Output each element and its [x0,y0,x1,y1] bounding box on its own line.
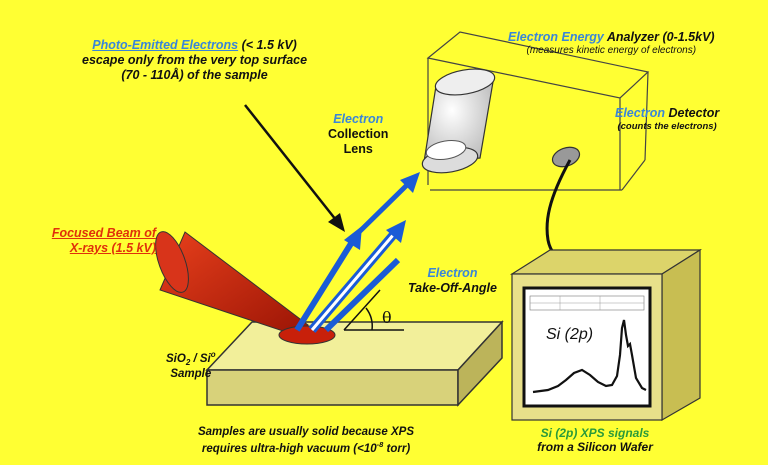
lens-line3: Lens [343,142,373,156]
takeoff-line1: Electron [427,266,478,280]
vacuum-note: Samples are usually solid because XPS re… [160,426,452,456]
analyzer-title-black: Analyzer (0-1.5kV) [603,30,715,44]
theta-symbol: θ [382,308,392,327]
monitor [509,248,703,422]
takeoff-label: Electron Take-Off-Angle [408,266,497,296]
vacuum-note-line1: Samples are usually solid because XPS [197,426,415,438]
x-ray-cone [155,231,309,336]
spectrum-trace [532,319,647,394]
sample-line2: Sample [170,367,212,380]
photo-emitted-line2: escape only from the very top surface [82,53,308,67]
detector-disc [551,146,581,168]
detector-label: Electron Detector (counts the electrons) [615,106,719,132]
signal-line2: from a Silicon Wafer [537,440,653,455]
xray-line1: Focused Beam of [51,226,156,240]
xray-label: Focused Beam of X-rays (1.5 kV) [20,226,156,256]
lens-label: Electron Collection Lens [328,112,388,157]
take-off-angle [343,289,404,331]
analyzer-title-blue: Electron Energy [508,30,604,44]
sample-block [205,320,504,407]
illuminated-spot [278,325,336,345]
monitor-peak-label: Si (2p) [546,326,594,343]
photo-emitted-line3: (70 - 110Å) of the sample [121,68,268,82]
analyzer-housing [426,31,650,191]
detector-subtitle: (counts the electrons) [617,121,717,132]
electron-arrow [294,172,420,333]
analyzer-lens [421,68,496,174]
xray-line2: X-rays (1.5 kV) [69,241,156,255]
takeoff-line2: Take-Off-Angle [408,281,497,295]
analyzer-label: Electron Energy Analyzer (0-1.5kV) (meas… [508,30,715,57]
photo-emitted-suffix: (< 1.5 kV) [238,38,297,52]
signal-label: Si (2p) XPS signals from a Silicon Wafer [520,426,670,455]
detector-title-black: Detector [665,106,720,120]
sample-label: SiO2 / Sio Sample [166,350,216,380]
signal-green: Si (2p) XPS signals [540,426,650,440]
analyzer-subtitle: (measures kinetic energy of electrons) [526,45,697,56]
photo-emitted-title: Photo-Emitted Electrons [92,38,239,52]
lens-line1: Electron [333,112,384,126]
detector-title-blue: Electron [615,106,666,120]
pointer-arrow [244,104,345,232]
lens-line2: Collection [328,127,389,141]
photo-emitted-label: Photo-Emitted Electrons (< 1.5 kV) escap… [82,38,307,83]
